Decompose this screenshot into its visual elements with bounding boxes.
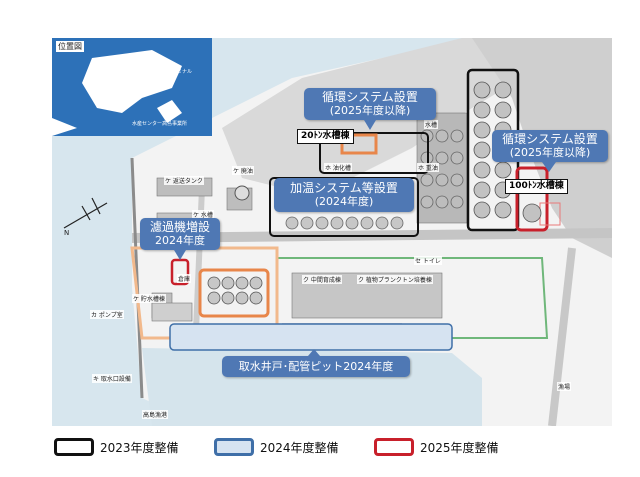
callout-filter-line2: 2024年度	[155, 234, 205, 247]
tag-100t-tank: 100ﾄﾝ水槽棟	[505, 179, 568, 194]
label-toilet: セ トイレ	[414, 256, 442, 265]
callout-filter: 濾過機増設 2024年度	[140, 218, 220, 250]
svg-text:N: N	[64, 229, 69, 237]
label-harbor: 高島漁港	[142, 410, 169, 419]
label-waste: ケ 廃油	[232, 166, 254, 175]
callout-filter-line1: 濾過機増設	[149, 220, 210, 234]
label-intake: キ 取水口設備	[92, 374, 132, 383]
callout-recirc-right-line1: 循環システム設置	[502, 132, 598, 146]
legend-2024: 2024年度整備	[214, 436, 339, 458]
callout-recirc-top-line2: (2025年度以降)	[329, 104, 411, 117]
callout-intake-pipe: 取水井戸･配管ピット2024年度	[222, 356, 410, 377]
callout-recirc-top-line1: 循環システム設置	[322, 90, 418, 104]
label-plankton: ク 植物プランクトン培養棟	[357, 275, 433, 284]
facility-map: N 位置図 高島旅客船ターミナル 高島市民センター 水産センター高島事業所 ケ …	[52, 38, 612, 426]
legend-2025: 2025年度整備	[374, 436, 499, 458]
callout-recirc-right-line2: (2025年度以降)	[509, 146, 591, 159]
label-water-tank-large: 水槽	[424, 120, 439, 129]
inset-place-fishery: 水産センター高島事業所	[132, 121, 188, 127]
label-mid-nursery: ク 中間育成棟	[302, 275, 342, 284]
label-feed: ホ 油化槽	[324, 163, 352, 172]
inset-place-center: 高島市民センター	[134, 83, 175, 89]
callout-heating-line2: (2024年度)	[314, 195, 374, 208]
legend-label-2025: 2025年度整備	[420, 440, 499, 455]
legend-label-2023: 2023年度整備	[100, 440, 179, 455]
callout-heating-line1: 加温システム等設置	[290, 181, 398, 195]
inset-place-terminal: 高島旅客船ターミナル	[142, 69, 193, 75]
label-storage: ケ 貯水槽棟	[132, 294, 166, 303]
legend-label-2024: 2024年度整備	[260, 440, 339, 455]
legend-2023: 2023年度整備	[54, 436, 179, 458]
label-field: 漁場	[557, 382, 572, 391]
legend-swatch-2023	[54, 438, 94, 456]
tag-20t-tank: 20ﾄﾝ水槽棟	[297, 129, 354, 144]
label-oil-tank: ホ 重油	[417, 163, 439, 172]
inset-title: 位置図	[56, 41, 84, 52]
label-tank2: ケ 水槽	[192, 210, 214, 219]
legend-swatch-2025	[374, 438, 414, 456]
legend-swatch-2024	[214, 438, 254, 456]
label-shed: 倉庫	[177, 274, 192, 283]
label-pump: カ ポンプ室	[90, 310, 124, 319]
callout-recirc-right: 循環システム設置 (2025年度以降)	[492, 130, 608, 162]
callout-heating: 加温システム等設置 (2024年度)	[274, 178, 414, 212]
label-tank: ケ 返送タンク	[164, 176, 204, 185]
callout-recirc-top: 循環システム設置 (2025年度以降)	[304, 88, 436, 120]
